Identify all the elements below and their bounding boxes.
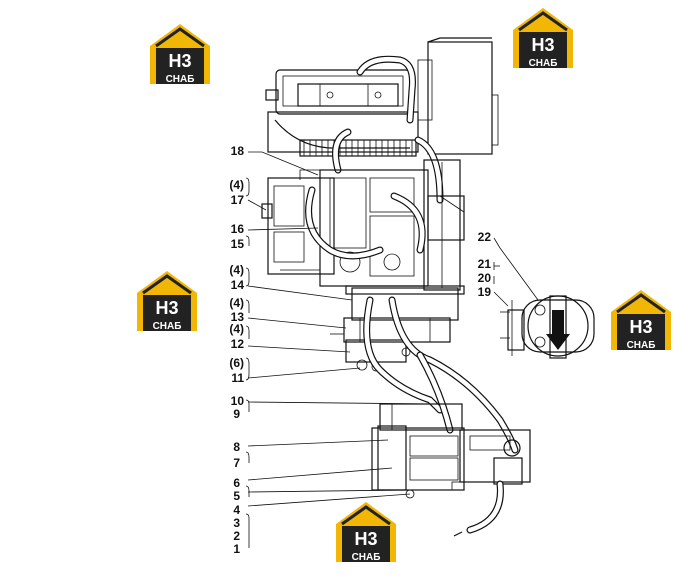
- detail-view-19-22: [500, 295, 595, 359]
- callout-10: 10: [231, 394, 245, 408]
- svg-text:СНАБ: СНАБ: [153, 321, 182, 332]
- callout-19: 19: [478, 285, 492, 299]
- callout-16: 16: [231, 222, 245, 236]
- callout-12: 12: [231, 337, 245, 351]
- watermark-logo-top-right: H3 СНАБ: [511, 6, 575, 70]
- callout-9: 9: [233, 407, 240, 421]
- callout-7: 7: [233, 456, 240, 470]
- callout-11: 11: [231, 371, 244, 385]
- callout-4-d: (4): [229, 322, 244, 336]
- callout-13: 13: [231, 310, 245, 324]
- watermark-logo-top-left: H3 СНАБ: [148, 22, 212, 86]
- watermark-logo-bottom: H3 СНАБ: [334, 500, 398, 564]
- callout-brackets: [245, 177, 495, 548]
- callout-14: 14: [231, 278, 245, 292]
- svg-text:H3: H3: [354, 529, 377, 549]
- callout-20: 20: [478, 271, 492, 285]
- cooling-fins: [299, 139, 417, 157]
- callout-4-b: (4): [229, 263, 244, 277]
- callout-15: 15: [231, 237, 245, 251]
- callout-labels: 18 (4) 17 16 15 (4) 14 (4) 13 (4) 12 (6)…: [229, 144, 491, 556]
- svg-text:СНАБ: СНАБ: [166, 74, 195, 85]
- callout-5: 5: [233, 489, 240, 503]
- callout-17: 17: [231, 193, 245, 207]
- callout-1: 1: [233, 542, 240, 556]
- callout-6-num: 6: [233, 476, 240, 490]
- callout-18: 18: [231, 144, 245, 158]
- callout-2: 2: [233, 529, 240, 543]
- callout-21: 21: [478, 257, 492, 271]
- callout-4-a: (4): [229, 178, 244, 192]
- svg-text:СНАБ: СНАБ: [627, 340, 656, 351]
- engine-assembly: [261, 37, 519, 454]
- svg-text:H3: H3: [629, 317, 652, 337]
- callout-8: 8: [233, 440, 240, 454]
- callout-3: 3: [233, 516, 240, 530]
- svg-text:H3: H3: [155, 298, 178, 318]
- svg-text:H3: H3: [168, 51, 191, 71]
- callout-22: 22: [478, 230, 492, 244]
- svg-text:СНАБ: СНАБ: [529, 58, 558, 69]
- svg-text:H3: H3: [531, 35, 554, 55]
- callout-4-c: (4): [229, 296, 244, 310]
- leader-lines: [247, 151, 539, 507]
- svg-text:СНАБ: СНАБ: [352, 552, 381, 563]
- callout-6: (6): [229, 356, 244, 370]
- callout-4-num: 4: [233, 503, 240, 517]
- watermark-logo-middle-left: H3 СНАБ: [135, 269, 199, 333]
- pump-assembly: [371, 403, 531, 537]
- watermark-logo-middle-right: H3 СНАБ: [609, 288, 673, 352]
